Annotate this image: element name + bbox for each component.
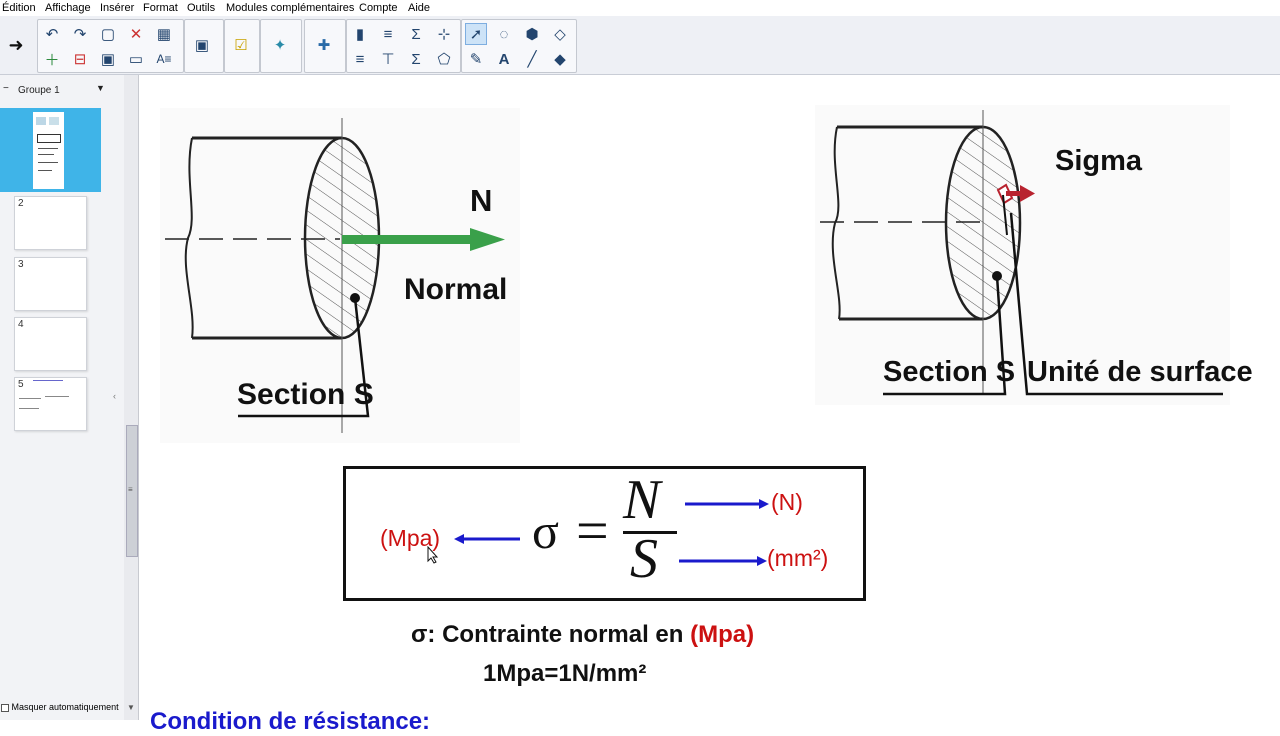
conversion-line: 1Mpa=1N/mm² xyxy=(483,660,647,687)
document-camera-group: ▣ xyxy=(184,19,224,73)
drawing-tool-group: ➚ ◌ ⬢ ◇ ✎ A ╱ ◆ xyxy=(461,19,577,73)
definition-unit: (Mpa) xyxy=(690,621,755,648)
page-sorter-sidebar: − Groupe 1 ▼ 2 3 4 5 ‹ Masquer automatiq… xyxy=(0,75,125,720)
menu-inserer[interactable]: Insérer xyxy=(100,2,135,14)
toolbar: ➜ ↶ ↷ ▢ ✕ ▦ ＋ ⊟ ▣ ▭ A≡ ▣ ☑ ✦ ✚ ▮ ≡ Σ ⊹ ≡… xyxy=(0,16,1280,75)
bottom-right-arrow-icon xyxy=(679,556,767,566)
polygon-icon[interactable]: ⬠ xyxy=(437,51,451,68)
menu-edition[interactable]: Édition xyxy=(2,2,36,14)
align-left-icon[interactable]: ≡ xyxy=(355,50,365,68)
definition-text: σ: Contrainte normal en xyxy=(411,621,691,648)
denominator-unit: (mm²) xyxy=(767,545,829,571)
left-section-diagram xyxy=(160,108,520,443)
screen-shade-icon[interactable]: ▭ xyxy=(128,51,144,68)
mouse-cursor-icon xyxy=(427,546,439,564)
eraser-icon[interactable]: ◆ xyxy=(554,51,566,68)
force-n-label: N xyxy=(470,183,493,218)
equals-sign: = xyxy=(576,498,609,563)
normal-label: Normal xyxy=(404,273,508,306)
align-right-icon[interactable]: ≡ xyxy=(383,25,393,43)
formula-box: (Mpa) σ = N S (N) (mm²) xyxy=(343,466,866,601)
unit-surface-label: Unité de surface xyxy=(1027,356,1253,388)
scroll-down-icon[interactable]: ▼ xyxy=(127,703,135,712)
scrollbar-grip-icon: ≡ xyxy=(128,485,133,494)
menu-compte[interactable]: Compte xyxy=(359,2,398,14)
right-section-label: Section S xyxy=(883,356,1016,388)
table-icon[interactable]: ▦ xyxy=(156,26,172,43)
autohide-checkbox[interactable] xyxy=(1,703,9,712)
page-thumb-3[interactable]: 3 xyxy=(14,257,87,311)
fraction-denominator: S xyxy=(630,528,658,590)
addons-group: ✦ xyxy=(260,19,302,73)
pen-icon[interactable]: ✎ xyxy=(469,51,483,68)
response-group: ☑ xyxy=(224,19,260,73)
page-thumb-2[interactable]: 2 xyxy=(14,196,87,250)
sidebar-scrollbar[interactable]: ≡ ▼ xyxy=(124,75,139,720)
redo-icon[interactable]: ↷ xyxy=(73,26,87,43)
undo-icon[interactable]: ↶ xyxy=(45,26,59,43)
definition-line: σ: Contrainte normal en (Mpa) xyxy=(411,621,754,649)
response-check-icon[interactable]: ☑ xyxy=(234,37,248,54)
sidebar-resize-chevron-icon[interactable]: ‹ xyxy=(113,391,116,401)
text-recognition-icon[interactable]: A≡ xyxy=(156,52,172,66)
next-page-arrow-icon[interactable]: ➜ xyxy=(8,34,24,55)
autohide-label: Masquer automatiquement xyxy=(11,702,119,712)
sigma-symbol: σ xyxy=(532,503,559,559)
page-thumb-5[interactable]: 5 xyxy=(14,377,87,431)
menu-format[interactable]: Format xyxy=(143,2,178,14)
shape-icon[interactable]: ◌ xyxy=(499,25,509,43)
scrollbar-thumb[interactable] xyxy=(126,425,138,557)
fraction-bar xyxy=(623,531,677,534)
document-camera-icon[interactable]: ▣ xyxy=(194,37,210,54)
top-right-arrow-icon xyxy=(685,499,769,509)
puzzle-icon[interactable]: ✚ xyxy=(317,37,331,54)
paste-icon[interactable]: ▢ xyxy=(100,26,116,43)
menu-outils[interactable]: Outils xyxy=(187,2,216,14)
sigma-icon[interactable]: Σ xyxy=(411,50,421,68)
delete-page-icon[interactable]: ⊟ xyxy=(73,51,87,68)
sum-icon[interactable]: Σ xyxy=(411,25,421,43)
fill-bucket-icon[interactable]: ◇ xyxy=(554,26,566,43)
left-arrow-icon xyxy=(454,534,520,544)
save-icon[interactable]: ▣ xyxy=(100,51,116,68)
select-arrow-icon[interactable]: ➚ xyxy=(465,23,487,45)
fraction-numerator: N xyxy=(623,469,661,531)
group-dropdown-icon[interactable]: ▼ xyxy=(96,83,105,93)
result-unit-mpa: (Mpa) xyxy=(380,525,441,551)
page-thumb-4[interactable]: 4 xyxy=(14,317,87,371)
menu-modules[interactable]: Modules complémentaires xyxy=(226,2,355,14)
next-heading-partial: Condition de résistance: xyxy=(150,708,431,735)
fill-shape-icon[interactable]: ⬢ xyxy=(525,26,539,43)
text-icon[interactable]: A xyxy=(498,50,510,68)
sigma-label: Sigma xyxy=(1055,145,1143,177)
add-page-icon[interactable]: ＋ xyxy=(44,51,60,69)
page-thumb-selected[interactable] xyxy=(0,108,101,192)
menu-aide[interactable]: Aide xyxy=(408,2,431,14)
align-tool-group: ▮ ≡ Σ ⊹ ≡ ⊤ Σ ⬠ xyxy=(346,19,461,73)
menu-bar: Édition Affichage Insérer Format Outils … xyxy=(0,0,1280,16)
left-section-label: Section S xyxy=(237,378,374,411)
group-label: Groupe 1 xyxy=(18,85,60,96)
autohide-row[interactable]: Masquer automatiquement xyxy=(0,702,124,718)
numerator-unit: (N) xyxy=(771,489,803,515)
collapse-icon[interactable]: − xyxy=(3,83,9,94)
right-section-diagram xyxy=(815,105,1230,405)
line-icon[interactable]: ╱ xyxy=(527,51,537,68)
lab-group: ✚ xyxy=(304,19,346,73)
chart-icon[interactable]: ▮ xyxy=(355,26,365,43)
menu-affichage[interactable]: Affichage xyxy=(45,2,91,14)
delete-icon[interactable]: ✕ xyxy=(129,26,143,43)
page-thumb-1-image xyxy=(33,112,64,189)
addon-icon[interactable]: ✦ xyxy=(273,37,287,54)
distribute-icon[interactable]: ⊹ xyxy=(437,26,451,43)
edit-tool-group: ↶ ↷ ▢ ✕ ▦ ＋ ⊟ ▣ ▭ A≡ xyxy=(37,19,184,73)
group-header[interactable]: − Groupe 1 ▼ xyxy=(0,83,124,99)
align-top-icon[interactable]: ⊤ xyxy=(381,51,395,68)
